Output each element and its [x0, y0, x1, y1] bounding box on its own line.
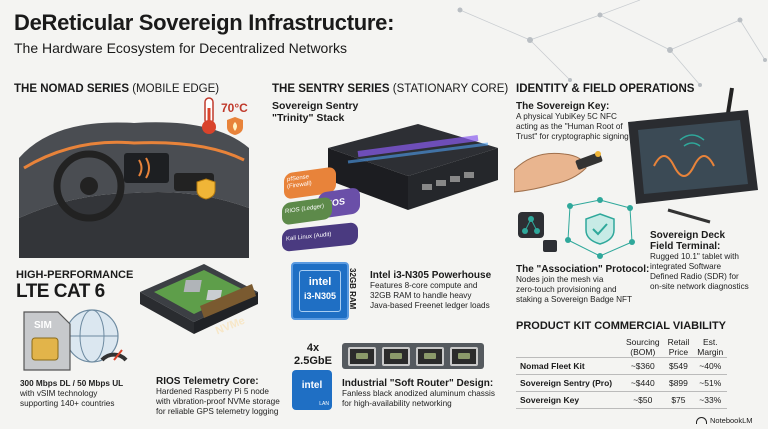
- fire-shield-icon: [227, 117, 243, 135]
- sovereign-deck-block: Sovereign Deck Field Terminal: Rugged 10…: [650, 230, 749, 291]
- lte-performance-label: HIGH-PERFORMANCE: [16, 269, 134, 281]
- column-header-sourcing: Sourcing(BOM): [626, 337, 660, 357]
- table-row: Sovereign Sentry (Pro) ~$440 $899 ~51%: [516, 374, 728, 392]
- lte-cat6-label: LTE CAT 6: [16, 281, 105, 302]
- lte-description: 300 Mbps DL / 50 Mbps UL with vSIM techn…: [20, 379, 124, 408]
- page-subtitle: The Hardware Ecosystem for Decentralized…: [14, 40, 348, 56]
- stack-layer-kali: Kali Linux (Audit): [282, 222, 358, 252]
- mesh-shield-icon: [565, 197, 635, 259]
- intel-lan-badge: intel LAN: [292, 370, 332, 410]
- ethernet-port-panel: [342, 343, 484, 369]
- network-background-graphic: [457, 0, 767, 87]
- raspberry-pi-nvme-illustration: [140, 264, 258, 334]
- sim-card-label: SIM: [34, 320, 52, 331]
- ram-label: 32GB RAM: [348, 268, 357, 310]
- notebooklm-logo-icon: [696, 417, 707, 424]
- thermometer-icon: [202, 97, 216, 134]
- trinity-stack-title: Sovereign Sentry "Trinity" Stack: [272, 100, 359, 124]
- ethernet-port-1: [348, 347, 376, 366]
- nomad-section-heading: THE NOMAD SERIES (MOBILE EDGE): [14, 83, 220, 95]
- table-row: Sovereign Key ~$50 $75 ~33%: [516, 391, 728, 409]
- vehicle-dashboard-illustration: [19, 122, 249, 258]
- kit-table-heading: PRODUCT KIT COMMERCIAL VIABILITY: [516, 320, 727, 332]
- identity-section-heading: IDENTITY & FIELD OPERATIONS: [516, 83, 695, 95]
- sentry-mini-pc-illustration: [328, 124, 498, 210]
- page-title: DeReticular Sovereign Infrastructure:: [14, 10, 395, 35]
- network-node-icon: [518, 212, 544, 238]
- ethernet-port-3: [416, 347, 444, 366]
- sentry-section-heading: THE SENTRY SERIES (STATIONARY CORE): [272, 83, 509, 95]
- column-header-margin: Est.Margin: [697, 337, 724, 357]
- soft-router-block: Industrial "Soft Router" Design: Fanless…: [342, 378, 495, 408]
- sim-globe-gauge-illustration: [23, 309, 128, 371]
- ethernet-port-4: [450, 347, 478, 366]
- ethernet-port-2: [382, 347, 410, 366]
- association-protocol-block: The "Association" Protocol: Nodes join t…: [516, 264, 650, 304]
- sovereign-deck-tablet-illustration: [628, 87, 758, 224]
- intel-powerhouse-block: Intel i3-N305 Powerhouse Features 8-core…: [370, 270, 492, 310]
- table-row: Nomad Fleet Kit ~$360 $549 ~40%: [516, 357, 728, 375]
- nic-count-label: 4x 2.5GbE: [294, 342, 332, 367]
- hand-yubikey-illustration: [514, 151, 603, 193]
- intel-cpu-chip: intel i3-N305: [291, 262, 349, 320]
- badge-icon: [543, 240, 557, 252]
- rios-telemetry-block: RIOS Telemetry Core: Hardened Raspberry …: [156, 376, 280, 416]
- security-shield-icon: [196, 178, 216, 200]
- temperature-readout: 70°C: [221, 101, 248, 115]
- sovereign-key-block: The Sovereign Key: A physical YubiKey 5C…: [516, 101, 629, 141]
- stack-layer-ledger: RIOS (Ledger): [282, 196, 332, 226]
- notebooklm-watermark: NotebookLM: [696, 416, 753, 425]
